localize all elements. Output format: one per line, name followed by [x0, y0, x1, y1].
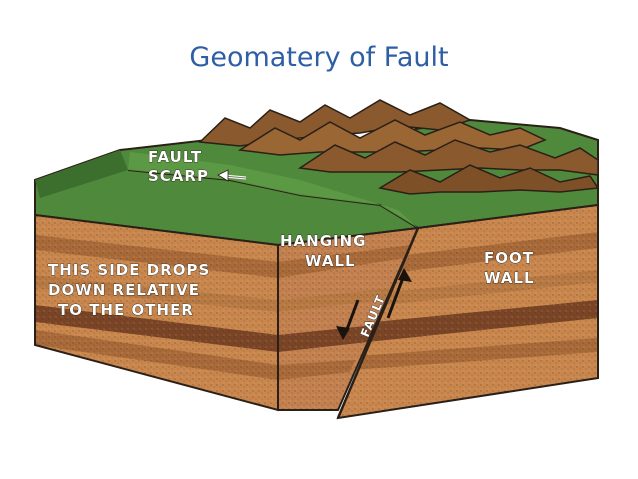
fault-scarp-label-line2: SCARP [148, 167, 209, 185]
page-title: Geomatery of Fault [189, 42, 449, 73]
foot-wall-label-line1: FOOT [484, 249, 534, 267]
slip-arrows [336, 268, 412, 340]
fault-plane-line [336, 227, 420, 419]
drops-label-line2: DOWN RELATIVE [48, 281, 200, 299]
mountain-range [198, 99, 600, 195]
foot-wall-label-line2: WALL [484, 269, 535, 287]
hanging-wall-label-line2: WALL [305, 252, 356, 270]
hanging-wall-label-line1: HANGING [280, 232, 366, 250]
fault-scarp-label-line1: FAULT [148, 148, 202, 166]
fault-scarp-pointer-arrow [217, 169, 247, 182]
drops-label-line1: THIS SIDE DROPS [48, 261, 210, 279]
drops-label-line3: TO THE OTHER [58, 301, 194, 319]
